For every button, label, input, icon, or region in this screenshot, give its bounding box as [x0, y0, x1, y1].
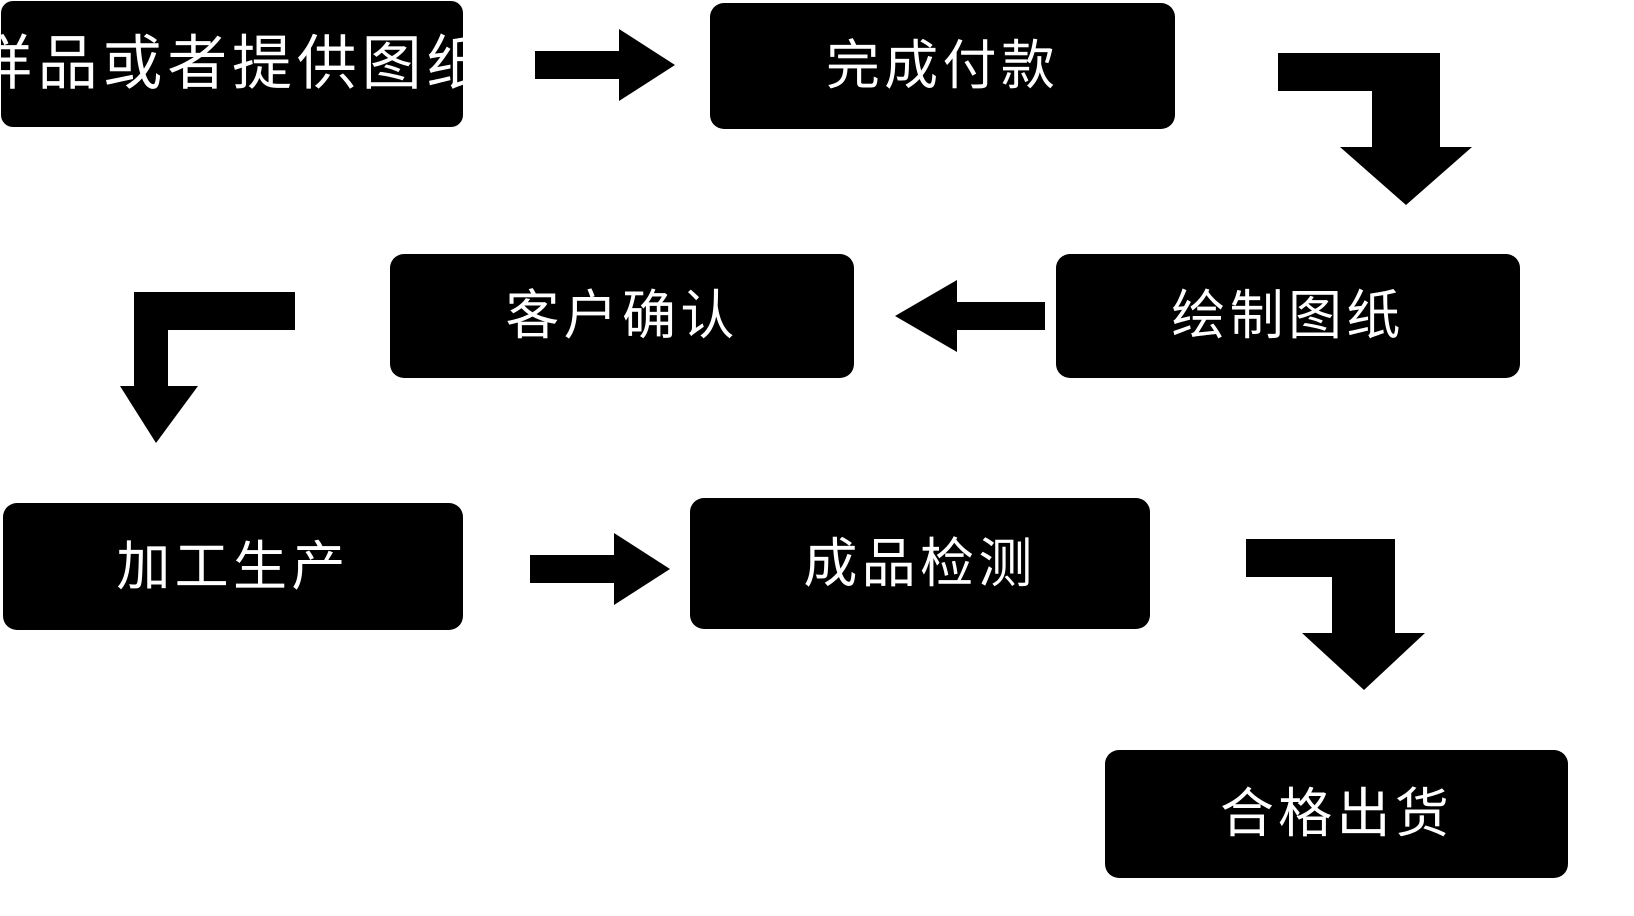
arrow-draw-to-confirm-icon: [895, 280, 1045, 352]
flow-node-production-label: 加工生产: [116, 536, 350, 597]
arrow-inspection-to-shipment-elbow-icon: [1240, 535, 1425, 690]
arrow-confirm-to-production-elbow-icon: [120, 288, 295, 443]
flow-node-shipment-label: 合格出货: [1219, 784, 1454, 844]
flow-node-production[interactable]: 加工生产: [3, 503, 463, 630]
flow-node-shipment[interactable]: 合格出货: [1105, 750, 1568, 878]
flow-node-payment[interactable]: 完成付款: [710, 3, 1175, 129]
flow-node-draw-blueprint-label: 绘制图纸: [1171, 286, 1405, 346]
flow-node-customer-confirm[interactable]: 客户确认: [390, 254, 854, 378]
arrow-production-to-inspection-icon: [530, 533, 670, 605]
flow-node-draw-blueprint[interactable]: 绘制图纸: [1056, 254, 1520, 378]
flow-node-inspection[interactable]: 成品检测: [690, 498, 1150, 629]
flow-node-sample[interactable]: 样品或者提供图纸: [0, 1, 486, 127]
arrow-sample-to-payment-icon: [535, 25, 675, 105]
flow-node-customer-confirm-label: 客户确认: [505, 286, 739, 346]
arrow-payment-to-draw-elbow-icon: [1272, 45, 1472, 205]
flow-node-inspection-label: 成品检测: [803, 533, 1037, 594]
flow-node-sample-label: 样品或者提供图纸: [0, 30, 492, 97]
flow-node-payment-label: 完成付款: [825, 36, 1060, 96]
